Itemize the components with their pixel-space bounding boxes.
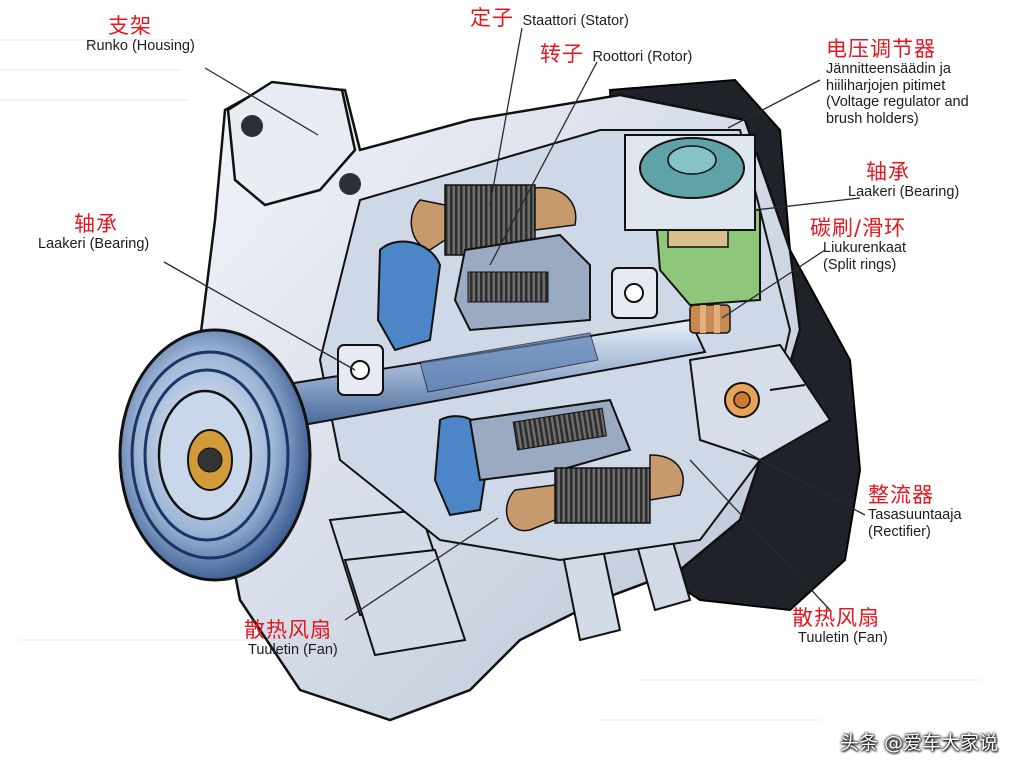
label-brushes-zh: 碳刷/滑环 [810,216,907,240]
label-stator: 定子 Staattori (Stator) [470,6,629,30]
label-regulator-fi-3: (Voltage regulator and [826,94,969,111]
leader-lines [163,27,866,621]
label-bearing-left-zh: 轴承 [74,212,118,236]
label-bearing-right-fi: Laakeri (Bearing) [848,184,960,201]
label-fan-left: 散热风扇 Tuuletin (Fan) [244,618,338,659]
rectifier [688,343,832,462]
label-fan-right: 散热风扇 Tuuletin (Fan) [792,606,888,647]
label-housing: 支架 Runko (Housing) [86,14,195,55]
label-regulator: 电压调节器 Jännitteensäädin ja hiiliharjojen … [826,37,969,128]
label-fan-left-fi: Tuuletin (Fan) [248,642,338,659]
label-housing-fi: Runko (Housing) [86,38,195,55]
label-brushes-fi-2: (Split rings) [823,256,897,273]
label-stator-zh: 定子 [470,6,514,30]
front-fan-blue [376,240,442,352]
label-brushes-fi-1: Liukurenkaat [823,240,907,257]
label-fan-right-fi: Tuuletin (Fan) [798,630,888,647]
label-housing-zh: 支架 [108,14,152,38]
right-bearing [611,267,658,319]
label-rotor-fi: Roottori (Rotor) [592,49,693,65]
label-regulator-fi-1: Jännitteensäädin ja [826,61,951,78]
label-regulator-fi-4: brush holders) [826,111,919,128]
label-bearing-right: 轴承 Laakeri (Bearing) [848,160,959,201]
slip-rings [689,304,731,334]
label-bearing-left: 轴承 Laakeri (Bearing) [38,212,149,253]
label-rectifier-zh: 整流器 [868,483,934,507]
label-fan-right-zh: 散热风扇 [792,606,880,630]
label-stator-fi: Staattori (Stator) [522,13,629,29]
watermark: 头条 @爱车大家说 [839,732,998,754]
stator-upper [410,184,577,256]
label-rectifier-fi-2: (Rectifier) [868,523,931,540]
label-rectifier-fi-1: Tasasuuntaaja [868,507,962,524]
label-rectifier: 整流器 Tasasuuntaaja (Rectifier) [868,483,962,540]
label-brushes: 碳刷/滑环 Liukurenkaat (Split rings) [810,216,906,273]
label-rotor-zh: 转子 [540,42,584,66]
pulley [118,328,312,582]
label-rotor: 转子 Roottori (Rotor) [540,42,692,66]
mounting-ear [226,80,357,207]
label-regulator-fi-2: hiiliharjojen pitimet [826,77,946,94]
voltage-regulator [624,134,756,231]
housing-fins [328,508,692,657]
label-regulator-zh: 电压调节器 [826,37,936,61]
label-fan-left-zh: 散热风扇 [244,618,332,642]
label-bearing-right-zh: 轴承 [866,160,910,184]
label-bearing-left-fi: Laakeri (Bearing) [38,236,150,253]
left-bearing [337,344,384,396]
